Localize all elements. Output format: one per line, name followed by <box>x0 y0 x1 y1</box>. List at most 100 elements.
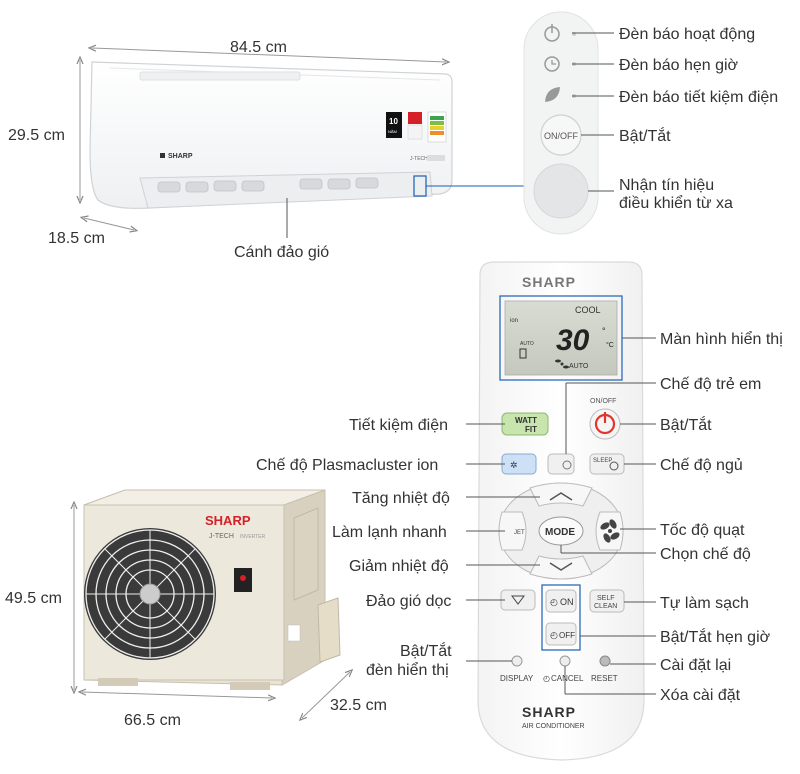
jet-text: JET <box>514 530 525 536</box>
outdoor-depth-line <box>302 672 350 718</box>
indicator-panel: ON/OFF Đèn báo hoạt động Đèn báo hẹn giờ… <box>523 11 778 235</box>
label-temp-up: Tăng nhiệt độ <box>352 490 450 507</box>
timer-highlight <box>541 584 581 651</box>
red-badge <box>408 112 422 124</box>
indoor-body <box>89 61 453 209</box>
indoor-width-label: 84.5 cm <box>230 39 287 56</box>
indoor-depth-label: 18.5 cm <box>48 230 105 247</box>
lcd-temperature: 30 <box>556 324 590 357</box>
temp-up-button[interactable] <box>529 482 593 507</box>
cancel-clock-icon: ◴ <box>543 674 550 683</box>
label-sleep: Chế độ ngủ <box>660 457 743 474</box>
warranty-years: 10 <box>389 117 398 126</box>
label-temp-down: Giảm nhiệt độ <box>349 558 449 575</box>
panel-onoff-button[interactable]: ON/OFF <box>540 114 582 156</box>
timer-on-button[interactable]: ◴ ON <box>545 589 577 613</box>
outdoor-label <box>287 624 301 642</box>
lcd-ion: ion <box>510 318 518 324</box>
louver-label: Cánh đảo gió <box>234 244 329 261</box>
lcd-screen <box>504 300 618 376</box>
remote-onoff-caption: ON/OFF <box>590 398 616 405</box>
indoor-brand: SHARP <box>168 153 193 160</box>
child-mode-button[interactable] <box>547 453 575 475</box>
self-clean-button[interactable]: SELF CLEAN <box>589 589 625 613</box>
sleep-button[interactable]: SLEEP <box>589 453 625 475</box>
timer-on-clock: ◴ <box>550 597 558 607</box>
louver-vanes <box>157 177 379 193</box>
display-caption: DISPLAY <box>500 674 534 683</box>
label-power-indicator: Đèn báo hoạt động <box>619 26 755 43</box>
label-panel-onoff: Bật/Tắt <box>619 126 671 145</box>
direction-pad: JET MODE <box>498 482 624 580</box>
label-receiver-2: điều khiển từ xa <box>619 194 733 212</box>
japan-badge <box>407 124 423 140</box>
indoor-depth-line <box>84 218 134 230</box>
lcd-fan-icon <box>555 359 569 369</box>
label-display-toggle-2: đèn hiển thị <box>366 661 449 679</box>
indoor-height-label: 29.5 cm <box>8 127 65 144</box>
outdoor-inverter: INVERTER <box>240 534 266 540</box>
lcd-fan: AUTO <box>569 363 589 370</box>
label-plasmacluster: Chế độ Plasmacluster ion <box>256 457 438 474</box>
label-mode: Chọn chế độ <box>660 546 751 563</box>
cancel-caption: CANCEL <box>551 674 584 683</box>
remote-top-brand: SHARP <box>522 274 576 290</box>
outdoor-width-label: 66.5 cm <box>124 712 181 729</box>
fan-grille <box>84 528 216 660</box>
indoor-unit: 84.5 cm 29.5 cm 18.5 cm SHARP 10 NĂM <box>8 39 524 261</box>
outdoor-brand: SHARP <box>205 513 251 528</box>
timer-off-button[interactable]: ◴ OFF <box>545 622 577 646</box>
outdoor-width-line <box>82 692 272 698</box>
outdoor-depth-label: 32.5 cm <box>330 697 387 714</box>
label-cancel: Xóa cài đặt <box>660 687 741 704</box>
louver-area <box>139 171 433 209</box>
sleep-text: SLEEP <box>593 458 612 464</box>
panel-onoff-text: ON/OFF <box>544 131 578 141</box>
lcd-mode: COOL <box>575 305 601 315</box>
cancel-button[interactable] <box>559 655 571 667</box>
remote-control: SHARP COOL ion AUTO 30 ° °C AUTO ON/OFF … <box>256 261 783 761</box>
fit-text: FIT <box>525 425 537 434</box>
ir-receiver <box>533 163 589 219</box>
display-button[interactable] <box>511 655 523 667</box>
indoor-series: J-TECH <box>410 156 428 162</box>
temp-down-button[interactable] <box>529 555 593 580</box>
outdoor-series: J-TECH <box>209 533 234 540</box>
mode-button[interactable]: MODE <box>538 516 584 546</box>
remote-power-button[interactable] <box>589 408 621 440</box>
plasmacluster-icon: ✲ <box>510 460 518 470</box>
mode-text: MODE <box>545 527 575 538</box>
clean-text: CLEAN <box>594 603 617 610</box>
timer-on-text: ON <box>560 597 574 607</box>
plasmacluster-button[interactable]: ✲ <box>501 453 537 475</box>
remote-bottom-brand: SHARP <box>522 704 576 720</box>
label-fan-speed: Tốc độ quạt <box>660 522 745 539</box>
label-reset: Cài đặt lại <box>660 657 731 674</box>
self-text: SELF <box>597 595 615 602</box>
lcd-celsius: °C <box>606 341 614 349</box>
temp-up-icon <box>549 492 573 501</box>
swing-button[interactable] <box>500 589 536 611</box>
timer-off-clock: ◴ <box>550 630 558 640</box>
label-timer-indicator: Đèn báo hẹn giờ <box>619 57 739 74</box>
temp-down-icon <box>549 562 573 571</box>
watt-text: WATT <box>515 416 537 425</box>
lcd-auto-small: AUTO <box>520 341 534 347</box>
remote-subtitle: AIR CONDITIONER <box>522 723 585 730</box>
wattfit-button[interactable]: WATT FIT <box>501 412 549 436</box>
warranty-unit: NĂM <box>388 129 397 134</box>
fan-icon <box>600 519 620 543</box>
reset-button[interactable] <box>599 655 611 667</box>
label-timer: Bật/Tắt hẹn giờ <box>660 627 771 646</box>
label-display: Màn hình hiển thị <box>660 330 783 348</box>
outdoor-unit: 49.5 cm 66.5 cm 32.5 cm SHARP J-TECH INV… <box>5 489 387 729</box>
label-remote-onoff: Bật/Tắt <box>660 415 712 434</box>
label-eco-indicator: Đèn báo tiết kiệm điện <box>619 89 778 106</box>
warranty-badge <box>386 112 402 138</box>
reset-caption: RESET <box>591 674 618 683</box>
jet-button[interactable] <box>498 511 527 551</box>
label-wattfit: Tiết kiệm điện <box>349 417 448 434</box>
label-swing: Đảo gió dọc <box>366 593 451 610</box>
label-jet: Làm lạnh nhanh <box>332 524 447 541</box>
